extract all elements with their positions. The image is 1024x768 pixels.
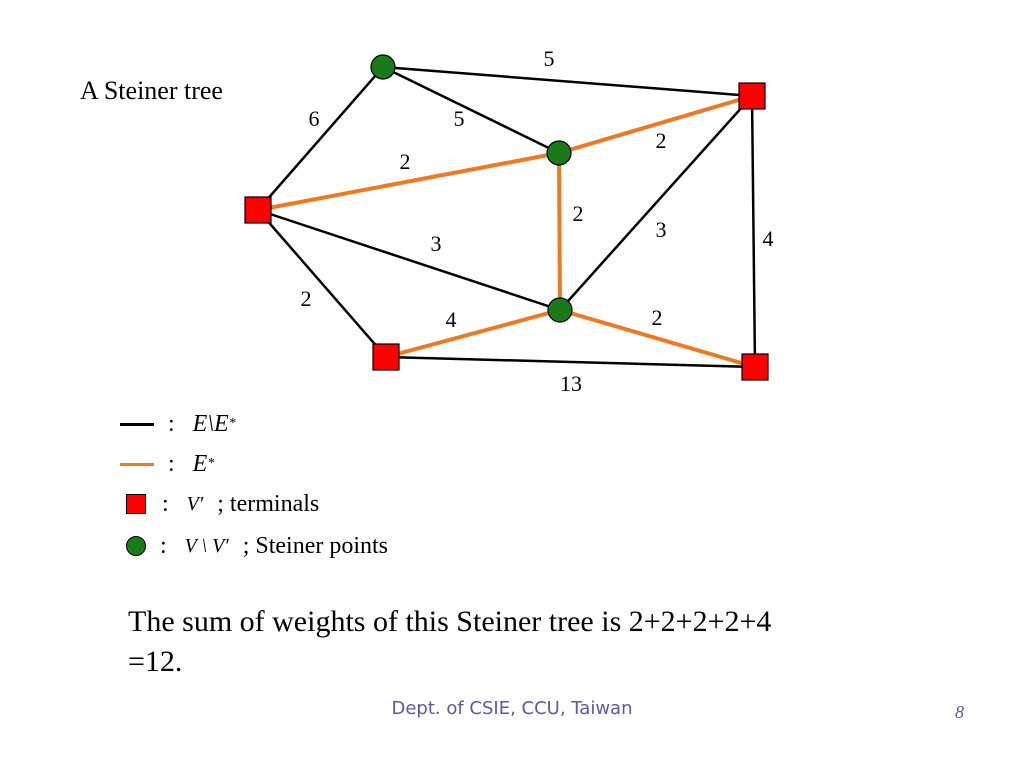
legend-colon: : (160, 532, 167, 559)
legend-colon: : (168, 410, 175, 437)
page-number: 8 (955, 702, 964, 722)
edge-weight-label: 3 (431, 231, 442, 256)
tree-edge-g_mid-r_topright (558, 94, 753, 155)
legend-text: ; terminals (217, 490, 320, 517)
edge-weight-label: 2 (573, 201, 584, 226)
terminal-node-r_left (244, 196, 272, 224)
edge-weight-label: 2 (400, 149, 411, 174)
edge-weight-label: 2 (656, 128, 667, 153)
legend-steiner-points: : V \ V′ ; Steiner points (120, 528, 388, 564)
steiner-circle-icon (126, 536, 146, 556)
edge-weight-label: 6 (309, 106, 320, 131)
edge-r_left-r_botleft (257, 209, 387, 358)
legend-colon: : (162, 490, 169, 517)
summary-line-2: =12. (128, 645, 183, 678)
black-line-swatch (120, 422, 154, 426)
legend-sup: * (228, 416, 236, 431)
slide-title: A Steiner tree (80, 76, 223, 105)
edge-r_left-g_bot (257, 208, 561, 312)
terminal-node-r_topright (738, 82, 766, 110)
edge-weight-label: 2 (652, 305, 663, 330)
legend-sup: * (207, 456, 215, 471)
legend-symbol: E\E (192, 410, 229, 437)
legend-symbol: E (192, 450, 208, 477)
legend-text: ; Steiner points (242, 532, 389, 559)
edge-weight-label: 13 (560, 371, 582, 396)
terminal-square-icon (126, 494, 146, 514)
legend-terminals: : V′ ; terminals (120, 486, 319, 522)
edge-g_top-g_mid (382, 65, 560, 155)
edge-g_top-r_topright (382, 65, 753, 98)
tree-edge-r_left-g_mid (257, 151, 560, 212)
summary-line-1: The sum of weights of this Steiner tree … (128, 605, 772, 638)
edge-g_top-r_left (257, 66, 384, 211)
tree-edge-r_botleft-g_bot (385, 308, 561, 359)
legend-non-tree-edges: : E\E* (120, 406, 236, 442)
terminal-node-r_botright (741, 353, 769, 381)
legend-symbol: V \ V′ (184, 534, 229, 557)
tree-edge-g_bot-r_botright (559, 308, 756, 369)
edge-weight-label: 4 (763, 226, 774, 251)
edge-weight-label: 4 (446, 307, 457, 332)
edge-r_topright-r_botright (750, 95, 757, 368)
edge-weight-label: 3 (656, 217, 667, 242)
footer: Dept. of CSIE, CCU, Taiwan (391, 698, 633, 719)
edge-weight-label: 5 (544, 46, 555, 71)
edge-weight-label: 5 (454, 106, 465, 131)
tree-edge-g_mid-g_bot (557, 152, 562, 311)
steiner-node-g_mid (546, 140, 572, 166)
steiner-node-g_top (370, 54, 396, 80)
edge-g_bot-r_topright (559, 95, 753, 311)
steiner-graph: 5 6 5 2 2 2 3 4 3 2 4 2 13 (244, 46, 774, 396)
legend-tree-edges: : E* (120, 446, 214, 482)
orange-line-swatch (120, 462, 154, 466)
legend-colon: : (168, 450, 175, 477)
steiner-node-g_bot (547, 297, 573, 323)
legend-symbol: V′ (186, 492, 204, 515)
edge-weight-label: 2 (301, 286, 312, 311)
terminal-node-r_botleft (372, 343, 400, 371)
summary-text: The sum of weights of this Steiner tree … (128, 602, 928, 682)
edge-r_botleft-r_botright (385, 355, 756, 369)
